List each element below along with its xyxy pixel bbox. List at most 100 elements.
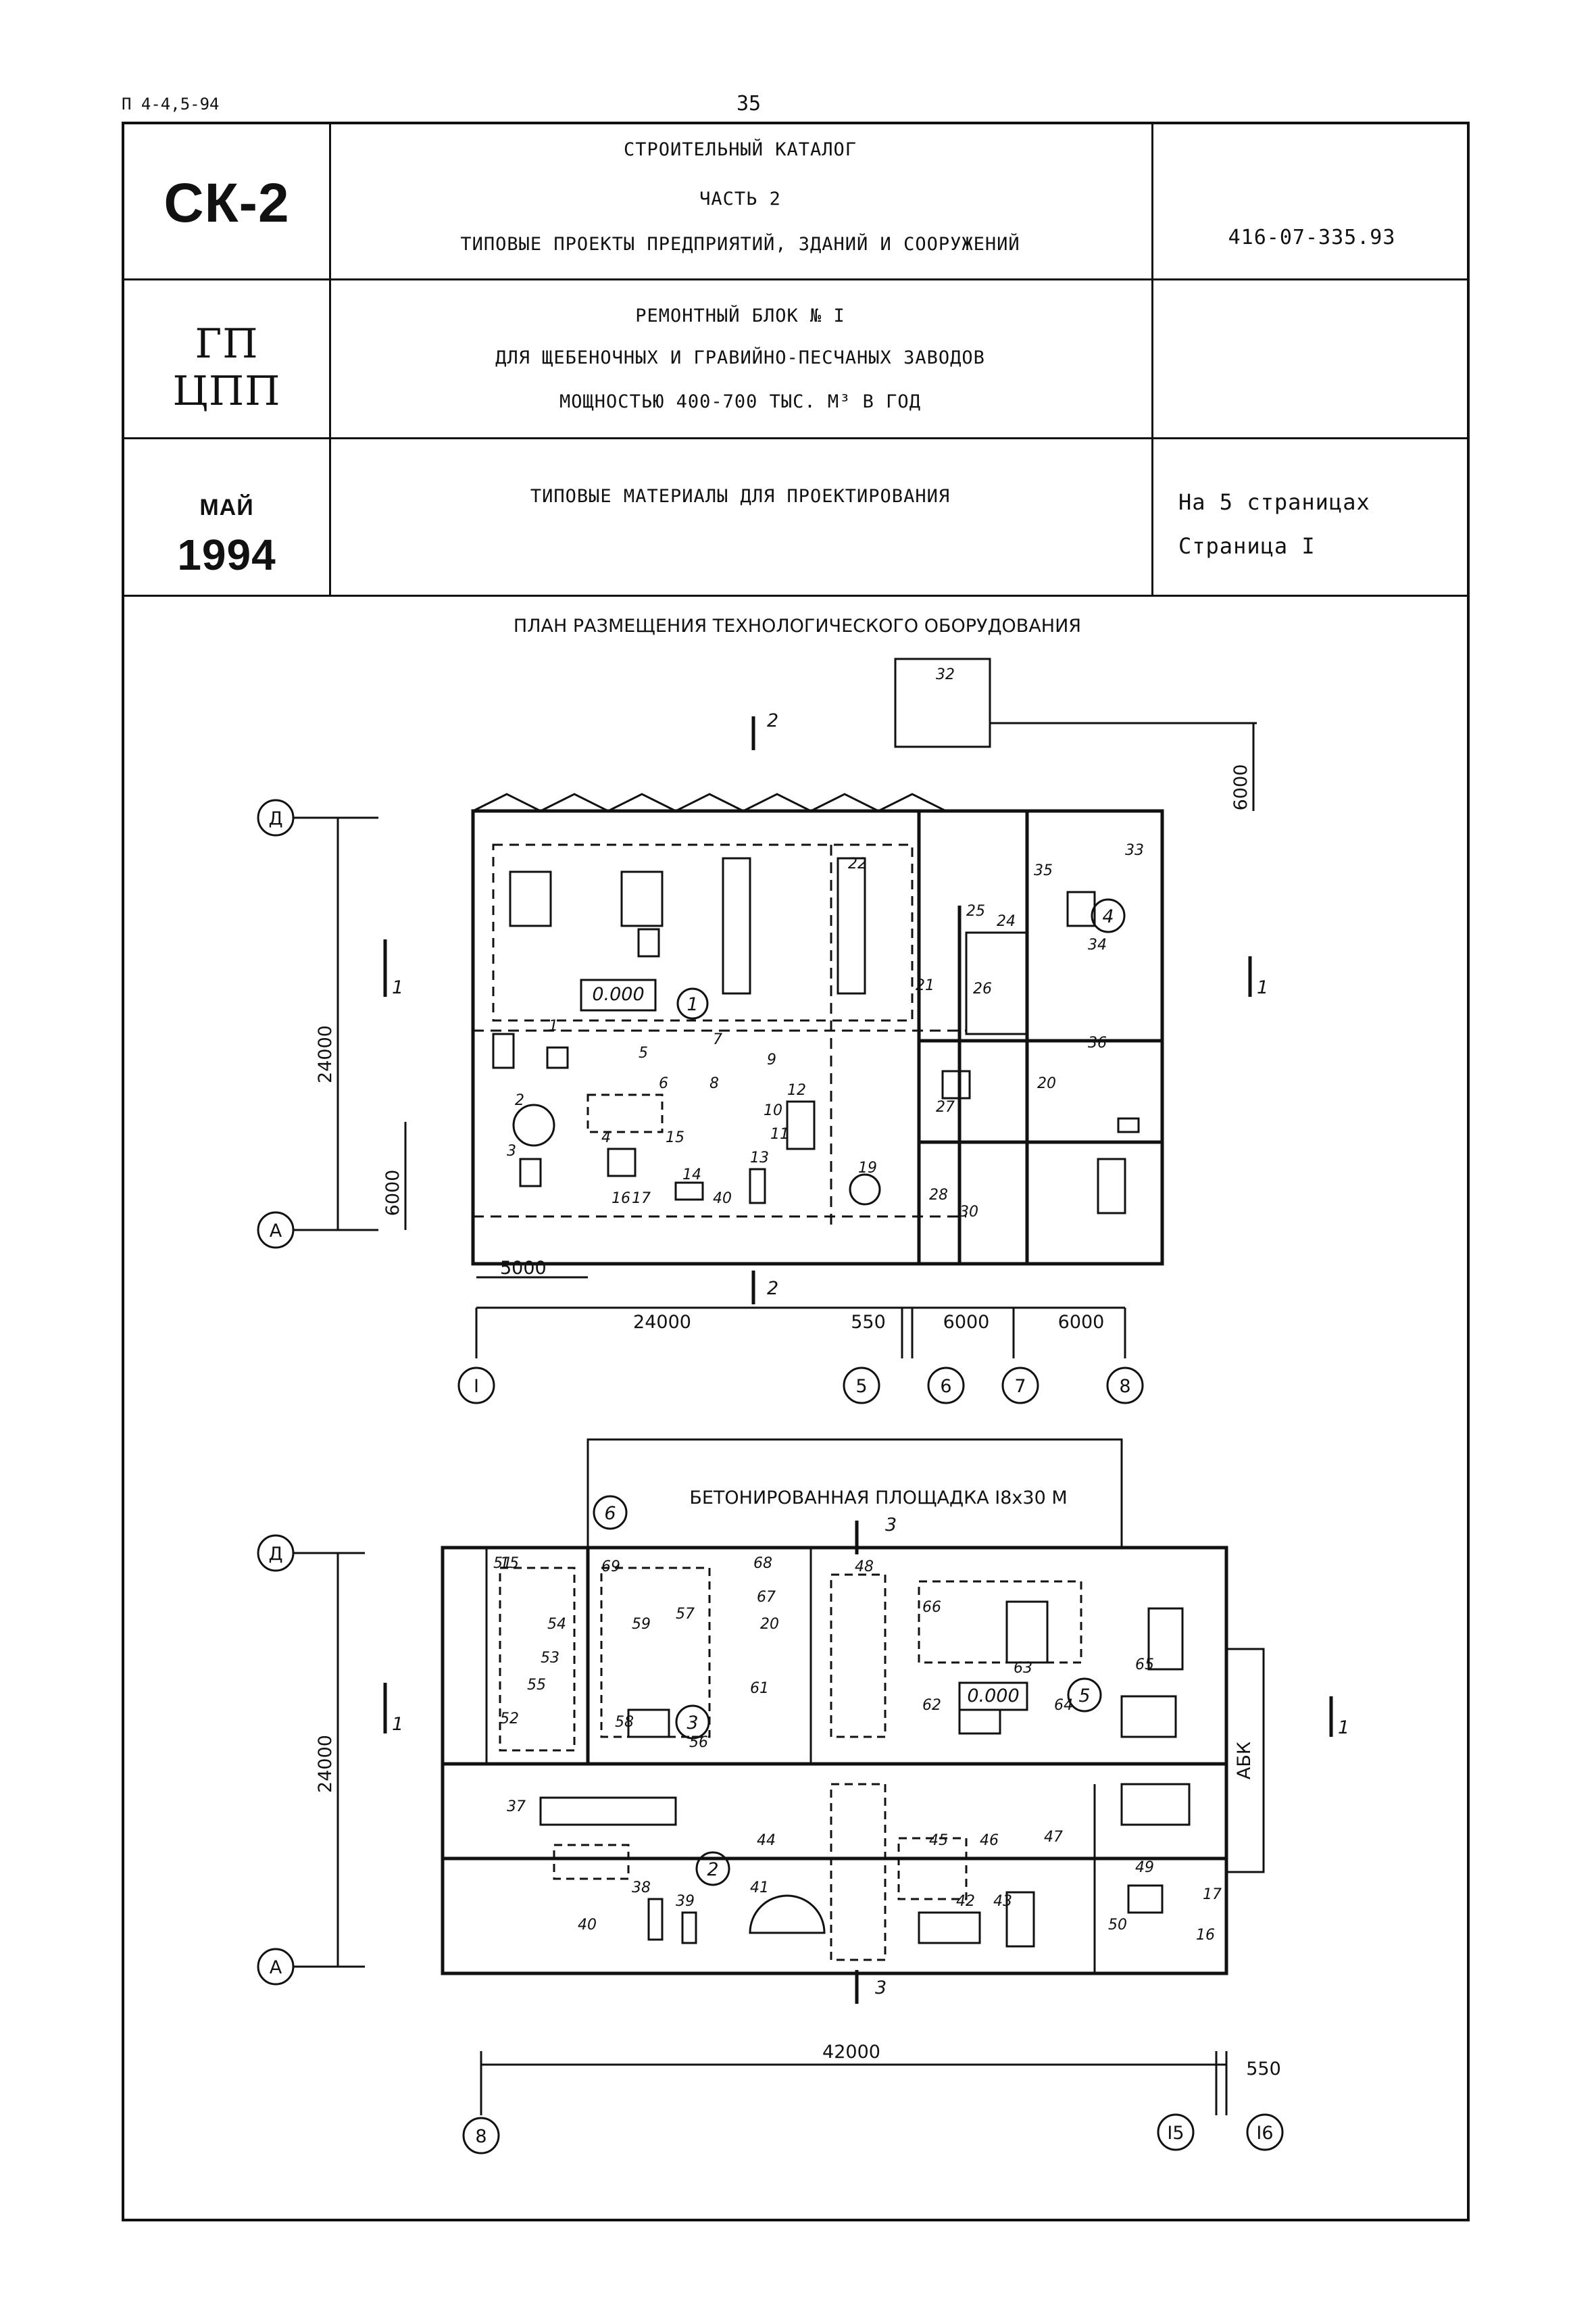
machine: [546, 1046, 569, 1069]
equipment-label: 7: [713, 1031, 722, 1048]
dim-24000: 24000: [633, 1312, 691, 1333]
dim-5000: 5000: [500, 1258, 547, 1279]
crane-track: [830, 1783, 887, 1961]
equipment-label: 53: [541, 1650, 559, 1667]
axis-marker-8: [1106, 1367, 1144, 1404]
axis-label-8: 8: [1119, 1376, 1130, 1397]
machine: [607, 1148, 637, 1177]
section-label-1: 1: [1338, 1717, 1349, 1738]
axis-label-1: I: [474, 1376, 479, 1397]
zone-label-5: 5: [1078, 1685, 1090, 1706]
axis-marker-15: [1157, 2113, 1195, 2151]
machine-storage: [1120, 1783, 1191, 1826]
work-table: [897, 1837, 968, 1900]
equipment-label: 22: [848, 856, 867, 872]
equipment-label: 30: [959, 1204, 978, 1221]
machine-63: [1005, 1600, 1049, 1664]
axis-label-8: 8: [475, 2126, 487, 2147]
object-capacity: МОЩНОСТЬЮ 400-700 ТЫС. М³ В ГОД: [559, 391, 921, 412]
axis-label-d: Д: [268, 808, 282, 829]
equipment-label: 20: [1037, 1075, 1056, 1092]
equipment-label: 68: [753, 1555, 772, 1572]
equipment-label: 32: [936, 666, 955, 683]
axis-marker-8: [462, 2117, 500, 2155]
equipment-label: 19: [858, 1160, 877, 1177]
equipment-label: 64: [1054, 1697, 1073, 1714]
machine: [637, 928, 660, 958]
axis-marker-a: [257, 1948, 295, 1986]
catalog-title: СТРОИТЕЛЬНЫЙ КАТАЛОГ: [623, 139, 857, 160]
equipment-label: 25: [966, 903, 985, 920]
page-number: 35: [737, 92, 762, 116]
equipment-label: 37: [507, 1798, 526, 1815]
equipment-label: 58: [615, 1714, 634, 1731]
level-mark: 0.000: [967, 1685, 1019, 1706]
equipment-label: 41: [750, 1879, 769, 1896]
equipment-label: 61: [750, 1680, 769, 1697]
upper-building-outline: [471, 809, 1164, 1266]
machine: [749, 1168, 766, 1204]
zone-label-1: 1: [687, 994, 698, 1015]
equipment-label: 45: [929, 1832, 948, 1849]
machine-65: [1147, 1607, 1184, 1671]
equipment-label: 54: [547, 1616, 566, 1633]
axis-label-5: 5: [855, 1376, 867, 1397]
object-title: РЕМОНТНЫЙ БЛОК № I: [635, 305, 845, 326]
equipment-label: 34: [1088, 937, 1107, 954]
dim-550: 550: [851, 1312, 886, 1333]
equipment-label: 38: [632, 1879, 651, 1896]
abk-annex: [1225, 1648, 1265, 1873]
equipment-label: 14: [682, 1166, 701, 1183]
equipment-label: 2: [515, 1092, 524, 1109]
zone-marker-4: [1091, 898, 1126, 933]
equipment-label: 27: [936, 1099, 955, 1116]
axis-marker-16: [1246, 2113, 1284, 2151]
equipment-label: 67: [757, 1589, 776, 1606]
dim-24000-vertical: 24000: [315, 1735, 336, 1793]
equipment-label: 24: [997, 913, 1016, 930]
equipment-label: 11: [770, 1126, 789, 1143]
equipment-label: 9: [767, 1052, 776, 1068]
machine-49: [1127, 1884, 1164, 1914]
equipment-label: 1: [549, 1018, 558, 1035]
machine-39: [681, 1911, 697, 1944]
cabinet-26: [965, 931, 1028, 1035]
crane-beam: [837, 857, 866, 995]
machine: [1120, 1695, 1177, 1738]
dim-24000-vertical: 24000: [315, 1025, 336, 1083]
dim-550: 550: [1246, 2059, 1281, 2079]
object-purpose: ДЛЯ ЩЕБЕНОЧНЫХ И ГРАВИЙНО-ПЕСЧАНЫХ ЗАВОД…: [495, 347, 985, 368]
equipment-label: 26: [973, 981, 992, 998]
section-label-1: 1: [1257, 977, 1268, 998]
work-table: [553, 1844, 630, 1880]
equipment-label: 62: [922, 1697, 941, 1714]
equipment-label: 69: [601, 1558, 620, 1575]
issue-year: 1994: [177, 531, 276, 579]
machine: [620, 870, 664, 927]
section-label-3: 3: [875, 1977, 887, 1998]
equipment-label: 16: [1196, 1927, 1215, 1944]
equipment-label: 15: [500, 1555, 519, 1572]
equipment-label: 65: [1135, 1656, 1154, 1673]
axis-label-15: I5: [1167, 2123, 1184, 2144]
dim-6000-vertical: 6000: [382, 1170, 403, 1216]
crane-zone: [492, 843, 914, 1022]
work-table: [587, 1093, 664, 1133]
equipment-label: 46: [980, 1832, 999, 1849]
section-label-2: 2: [767, 1278, 778, 1299]
equipment-label: 36: [1088, 1035, 1107, 1052]
equipment-label: 50: [1108, 1917, 1127, 1934]
section-subcode: ЦПП: [172, 368, 281, 415]
equipment-label: 40: [578, 1917, 597, 1934]
equipment-label: 10: [764, 1102, 782, 1119]
section-label-1: 1: [392, 1714, 403, 1735]
machine-43: [1005, 1891, 1035, 1948]
document-code: П 4-4,5-94: [122, 95, 220, 114]
equipment-label: 13: [750, 1150, 769, 1166]
machine-37: [539, 1796, 677, 1826]
zone-marker-5: [1067, 1677, 1102, 1713]
machine: [1117, 1117, 1140, 1133]
materials-type: ТИПОВЫЕ МАТЕРИАЛЫ ДЛЯ ПРОЕКТИРОВАНИЯ: [530, 486, 951, 507]
axis-label-a: А: [270, 1221, 282, 1241]
stairs: [492, 1033, 515, 1069]
